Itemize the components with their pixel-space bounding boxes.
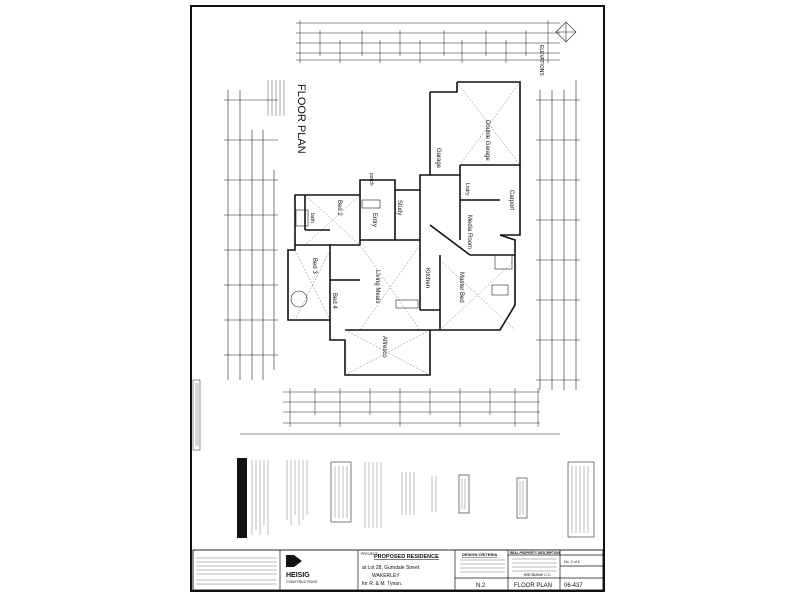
room-label-porch: porch — [368, 173, 374, 186]
room-label-living: Living Meals — [374, 270, 380, 303]
drawing-code: N.2 — [476, 583, 486, 589]
room-label-bed2: Bed 2 — [336, 200, 342, 216]
room-label-alfresco: Alfresco — [381, 336, 387, 358]
heisig-logo: HEISIG CONSTRUCTIONS — [286, 555, 318, 584]
room-label-bed3: Bed 3 — [311, 258, 317, 274]
room-label-garage: Garage — [435, 148, 441, 169]
council: BRISBANE C.C. — [524, 573, 552, 577]
address-line2: WAKERLEY — [372, 573, 400, 579]
room-label-master: Master Bed — [458, 272, 464, 303]
property-desc-label: REAL PROPERTY DESCRIPTION — [510, 551, 560, 555]
room-label-lndry: Lndry — [464, 183, 470, 196]
notes-area — [237, 458, 595, 538]
sheet-title: FLOOR PLAN — [514, 583, 552, 589]
notes-text-lines — [251, 460, 589, 535]
left-note-lines — [195, 383, 199, 446]
area-schedule — [267, 80, 285, 116]
room-label-entry: Entry — [371, 213, 377, 227]
drawing-sheet — [190, 5, 605, 592]
project-label: PROJECT — [361, 552, 379, 556]
room-label-bed4: Bed 4 — [331, 293, 337, 309]
company-sub: CONSTRUCTIONS — [286, 580, 318, 584]
room-label-study: Study — [396, 200, 402, 215]
company-name: HEISIG — [286, 572, 310, 579]
project-title: PROPOSED RESIDENCE — [374, 554, 439, 560]
client-line: for R. & M. Tynan. — [362, 581, 402, 587]
room-label-kitchen: Kitchen — [424, 268, 430, 288]
title-block: HEISIG CONSTRUCTIONS PROJECT PROPOSED RE… — [192, 549, 604, 591]
room-label-media: Media Room — [466, 215, 472, 249]
drawing-no: 06-437 — [564, 583, 583, 589]
room-label-bath: bath — [309, 213, 315, 223]
room-label-double-garage: Double Garage — [484, 120, 490, 161]
address-line1: at Lot 28, Gumdale Street — [362, 565, 420, 571]
north-arrow-icon — [555, 21, 577, 43]
design-criteria-label: DESIGN CRITERIA — [462, 552, 497, 557]
room-label-carport: Carport — [508, 190, 514, 210]
plan-heading: FLOOR PLAN — [295, 84, 307, 154]
left-note-box — [192, 379, 201, 451]
elevation-tag: ELEVATIONS — [538, 45, 544, 76]
sheet-of: No. 2 of 6 — [564, 560, 580, 564]
